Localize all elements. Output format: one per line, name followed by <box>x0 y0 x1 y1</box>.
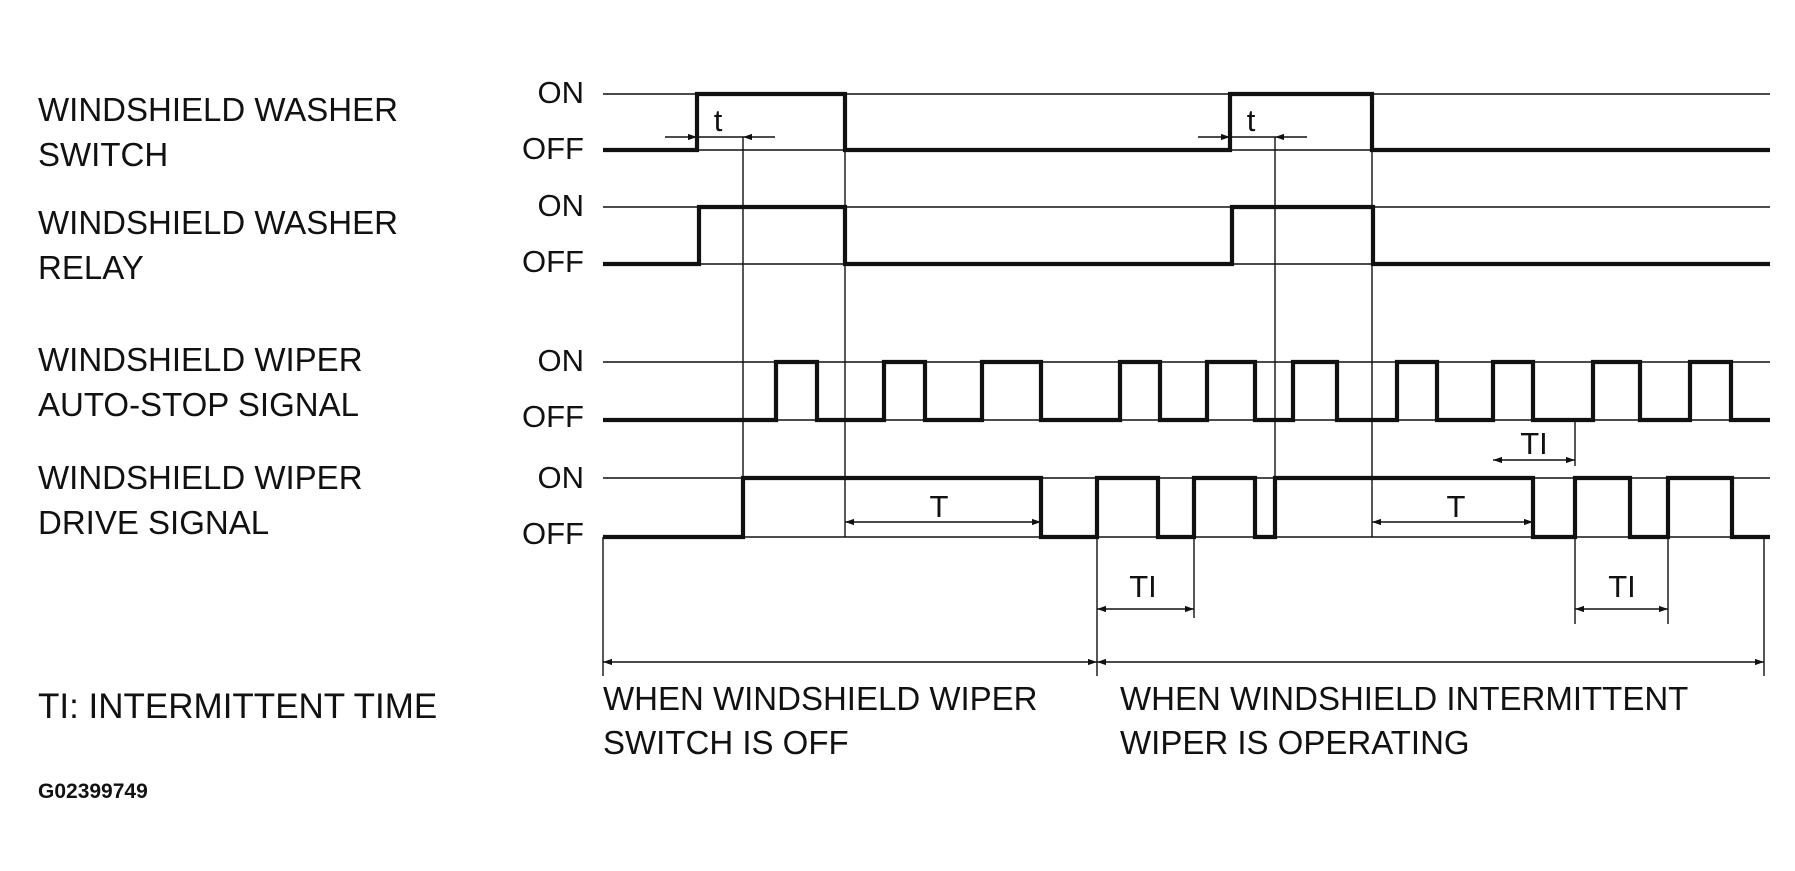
auto-stop-waveform <box>603 359 1770 423</box>
drive-signal-label-line1: WINDSHIELD WIPER <box>38 459 363 496</box>
range-intermittent-caption-line2: WIPER IS OPERATING <box>1120 724 1470 761</box>
range-intermittent-caption-line1: WHEN WINDSHIELD INTERMITTENT <box>1120 680 1688 717</box>
washer-relay-label-line1: WINDSHIELD WASHER <box>38 204 398 241</box>
washer-relay-label-line2: RELAY <box>38 249 144 286</box>
T-dimension-2: T <box>1372 489 1533 526</box>
washer-switch-off-label: OFF <box>522 131 584 166</box>
TI-dimension-upper: TI <box>1493 426 1575 464</box>
TI-label-upper: TI <box>1520 426 1548 461</box>
range-switch-off-caption-line1: WHEN WINDSHIELD WIPER <box>603 680 1038 717</box>
washer-relay-on-label: ON <box>538 188 585 223</box>
t-label-1: t <box>714 103 723 138</box>
washer-switch-label-line2: SWITCH <box>38 136 168 173</box>
ti-definition-note: TI: INTERMITTENT TIME <box>38 687 437 726</box>
washer-switch-waveform <box>603 91 1770 153</box>
washer-relay-waveform <box>603 204 1770 267</box>
auto-stop-label-line2: AUTO-STOP SIGNAL <box>38 386 359 423</box>
drive-signal-on-label: ON <box>538 460 585 495</box>
washer-switch-on-label: ON <box>538 75 585 110</box>
auto-stop-off-label: OFF <box>522 399 584 434</box>
T-label-1: T <box>930 489 949 524</box>
washer-switch-label-line1: WINDSHIELD WASHER <box>38 91 398 128</box>
auto-stop-label-line1: WINDSHIELD WIPER <box>38 341 363 378</box>
TI-label-left: TI <box>1129 569 1157 604</box>
T-label-2: T <box>1447 489 1466 524</box>
range-switch-off-caption-line2: SWITCH IS OFF <box>603 724 849 761</box>
t-dimension-2: t <box>1198 103 1307 141</box>
washer-relay-off-label: OFF <box>522 244 584 279</box>
t-dimension-1: t <box>665 103 775 141</box>
drive-signal-waveform <box>603 475 1770 540</box>
drive-signal-label-line2: DRIVE SIGNAL <box>38 504 269 541</box>
drive-signal-off-label: OFF <box>522 516 584 551</box>
figure-id: G02399749 <box>38 780 148 803</box>
TI-dimension-left: TI <box>1097 569 1194 613</box>
reference-lines <box>603 93 1770 538</box>
TI-dimension-right: TI <box>1575 569 1668 613</box>
t-label-2: t <box>1247 103 1256 138</box>
TI-label-right: TI <box>1608 569 1636 604</box>
T-dimension-1: T <box>845 489 1041 526</box>
auto-stop-on-label: ON <box>538 343 585 378</box>
